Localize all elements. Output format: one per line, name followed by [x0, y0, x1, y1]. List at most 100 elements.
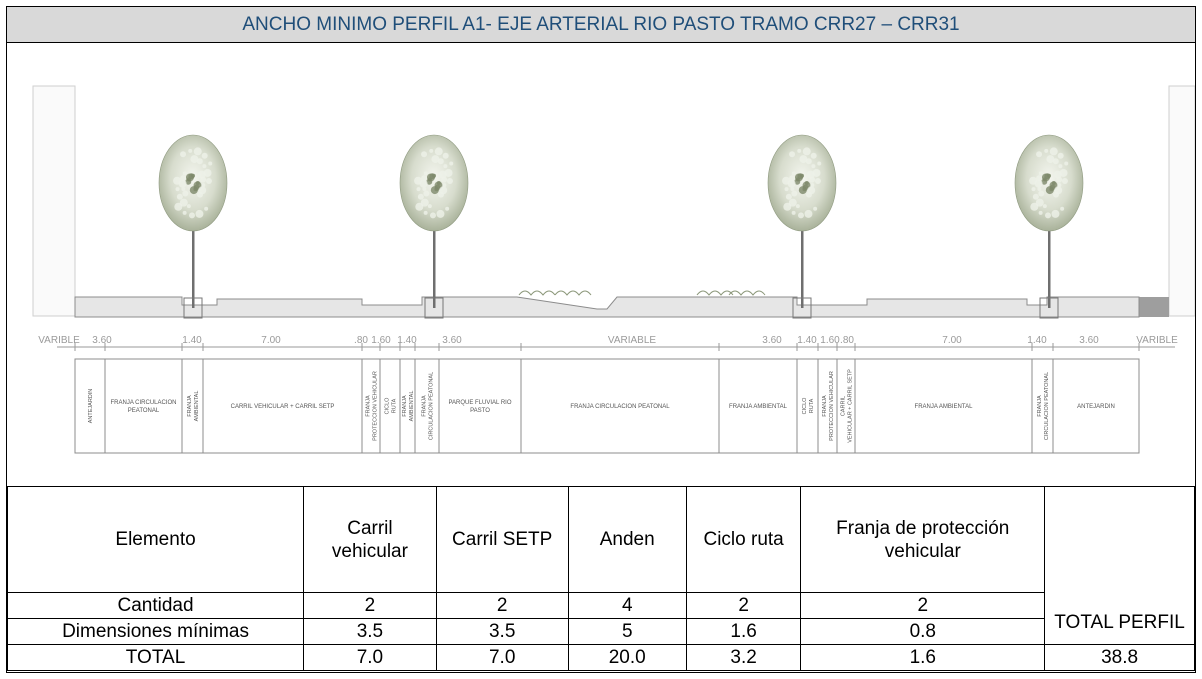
svg-text:RUTA: RUTA — [392, 398, 398, 413]
segment-label: PARQUE FLUVIAL RIO PASTO — [448, 400, 511, 414]
header-cell: Ciclo ruta — [685, 486, 802, 593]
segment-label: CARRIL VEHICULAR + CARRIL SETP — [231, 404, 335, 410]
header-cell: Anden — [567, 486, 687, 593]
dimension-label: 1.40 — [397, 335, 417, 346]
row-label: TOTAL — [6, 644, 305, 671]
row-label: Cantidad — [6, 592, 305, 619]
tree-icon — [158, 134, 228, 319]
svg-text:FRANJA: FRANJA — [366, 395, 372, 417]
ground-profile — [74, 296, 1140, 318]
table-row: Dimensiones mínimas 3.5 3.5 5 1.6 0.8 — [6, 618, 1195, 645]
segment-label: FRANJA CIRCULACION PEATONAL — [570, 404, 670, 410]
svg-text:FRANJA: FRANJA — [187, 395, 193, 417]
table-cell: 2 — [303, 592, 437, 619]
shrub-icon — [554, 290, 592, 296]
tree-icon — [1014, 134, 1084, 319]
page-title: ANCHO MINIMO PERFIL A1- EJE ARTERIAL RIO… — [7, 7, 1195, 43]
table-header-row: Elemento Carril vehicular Carril SETP An… — [6, 486, 1195, 645]
dimension-label: 3.60 — [442, 335, 462, 346]
svg-text:FRANJA CIRCULACION: FRANJA CIRCULACION — [110, 400, 176, 406]
header-cell: Carril vehicular — [303, 486, 437, 593]
svg-text:PEATONAL: PEATONAL — [128, 408, 160, 414]
header-cell: Franja de protección vehicular — [800, 486, 1046, 593]
header-cell-total: TOTAL PERFIL — [1044, 486, 1195, 645]
dimension-label: 1.40 — [182, 335, 202, 346]
table-row: Cantidad 2 2 4 2 2 — [6, 592, 1195, 619]
shrub-icon — [696, 290, 734, 296]
svg-text:FRANJA: FRANJA — [1037, 395, 1043, 417]
svg-text:PROTECCION VEHICULAR: PROTECCION VEHICULAR — [829, 371, 835, 441]
header-cell: Carril SETP — [435, 486, 569, 593]
segment-label: FRANJA CIRCULACION PEATONAL — [110, 400, 176, 414]
dimension-label: 1.60 — [820, 335, 840, 346]
table-cell: 2 — [800, 592, 1046, 619]
table-cell: 1.6 — [800, 644, 1046, 671]
svg-text:CICLO: CICLO — [802, 397, 808, 415]
table-cell: 3.5 — [435, 618, 569, 645]
svg-text:FRANJA CIRCULACION PEATONAL: FRANJA CIRCULACION PEATONAL — [570, 404, 670, 410]
svg-text:CARRIL: CARRIL — [841, 396, 847, 416]
svg-text:VEHICULAR + CARRIL SETP: VEHICULAR + CARRIL SETP — [848, 369, 854, 443]
shrub-icon — [728, 290, 766, 296]
table-row-total: TOTAL 7.0 7.0 20.0 3.2 1.6 38.8 — [6, 644, 1195, 671]
svg-text:ANTEJARDIN: ANTEJARDIN — [88, 389, 94, 424]
segment-label: ANTEJARDIN — [88, 389, 94, 424]
dimension-label: 3.60 — [92, 335, 112, 346]
dimension-label: 7.00 — [942, 335, 962, 346]
table-cell: 1.6 — [685, 618, 802, 645]
dimension-label: VARIABLE — [608, 335, 656, 346]
svg-text:CIRCULACION PEATONAL: CIRCULACION PEATONAL — [429, 372, 435, 440]
svg-text:RUTA: RUTA — [809, 398, 815, 413]
dimension-label: .80 — [354, 335, 368, 346]
table-cell: 3.5 — [303, 618, 437, 645]
dimension-label: 3.60 — [762, 335, 782, 346]
tree-icon — [399, 134, 469, 319]
svg-text:CARRIL VEHICULAR + CARRIL SETP: CARRIL VEHICULAR + CARRIL SETP — [231, 404, 335, 410]
dimension-label: .80 — [840, 335, 854, 346]
dimension-label: 1.40 — [797, 335, 817, 346]
svg-text:PROTECCION VEHICULAR: PROTECCION VEHICULAR — [373, 371, 379, 441]
svg-text:AMBIENTAL: AMBIENTAL — [409, 391, 415, 422]
svg-text:ANTEJARDIN: ANTEJARDIN — [1077, 404, 1115, 410]
total-perfil-value: 38.8 — [1044, 644, 1195, 671]
header-cell: Elemento — [6, 486, 305, 593]
dimension-label: 3.60 — [1079, 335, 1099, 346]
dimension-label: 1.60 — [371, 335, 391, 346]
table-cell: 2 — [435, 592, 569, 619]
segment-label: FRANJA AMBIENTAL — [729, 404, 788, 410]
right-antejardin-block — [1139, 297, 1169, 317]
segment-label: FRANJA AMBIENTAL — [915, 404, 974, 410]
dimension-label: VARIBLE — [1136, 335, 1178, 346]
svg-text:PASTO: PASTO — [470, 408, 490, 414]
table-cell: 7.0 — [435, 644, 569, 671]
table-cell: 2 — [685, 592, 802, 619]
svg-text:CICLO: CICLO — [385, 397, 391, 415]
shrub-icon — [518, 290, 556, 296]
left-building — [32, 85, 76, 317]
dimension-label: 7.00 — [261, 335, 281, 346]
svg-text:PARQUE FLUVIAL RIO: PARQUE FLUVIAL RIO — [448, 400, 511, 406]
dimension-label: 1.40 — [1027, 335, 1047, 346]
svg-text:FRANJA: FRANJA — [822, 395, 828, 417]
svg-text:FRANJA: FRANJA — [402, 395, 408, 417]
tree-icon — [767, 134, 837, 319]
table-cell: 0.8 — [800, 618, 1046, 645]
svg-text:FRANJA AMBIENTAL: FRANJA AMBIENTAL — [729, 404, 788, 410]
svg-text:FRANJA: FRANJA — [422, 395, 428, 417]
document-frame: ANCHO MINIMO PERFIL A1- EJE ARTERIAL RIO… — [6, 6, 1196, 673]
svg-text:CIRCULACION PEATONAL: CIRCULACION PEATONAL — [1044, 372, 1050, 440]
table-cell: 5 — [567, 618, 687, 645]
profile-table: Elemento Carril vehicular Carril SETP An… — [6, 486, 1195, 671]
table-cell: 7.0 — [303, 644, 437, 671]
svg-text:AMBIENTAL: AMBIENTAL — [194, 391, 200, 422]
segment-label: ANTEJARDIN — [1077, 404, 1115, 410]
